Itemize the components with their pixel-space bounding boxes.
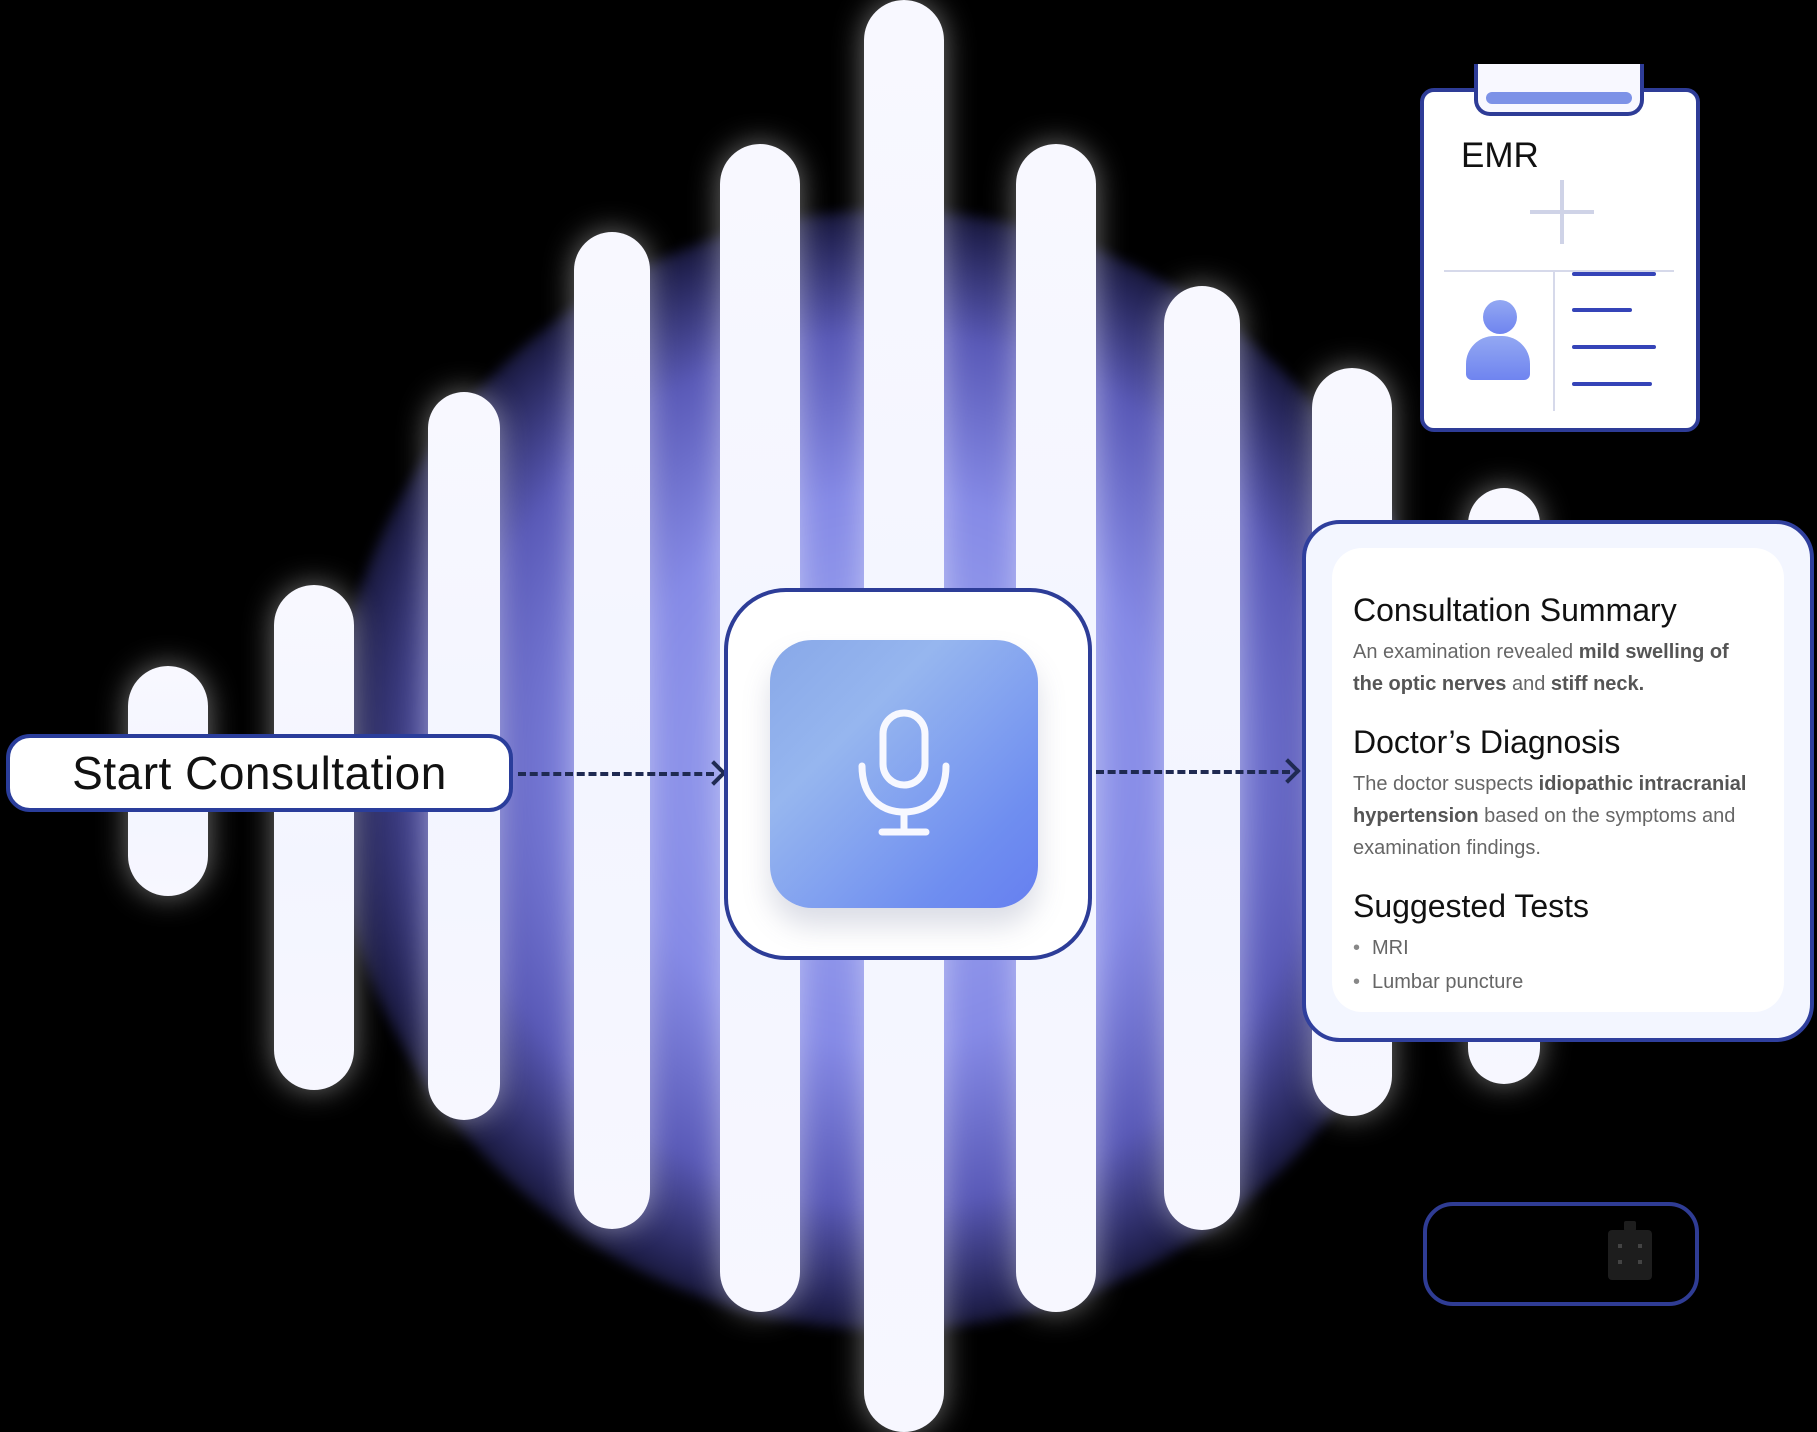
wave-bar-8 — [1164, 286, 1240, 1230]
doctor-diagnosis-title: Doctor’s Diagnosis — [1353, 724, 1621, 760]
bullet-icon: • — [1353, 937, 1361, 959]
consultation-summary-bold-2: stiff neck. — [1550, 673, 1645, 695]
suggested-tests-list: • MRI • Lumbar puncture — [1353, 932, 1763, 998]
microphone-icon — [858, 709, 950, 836]
mic-button[interactable] — [770, 640, 1038, 908]
wave-bar-4 — [574, 232, 650, 1229]
diagnosis-suffix: based on the symptoms and examination fi… — [1353, 805, 1736, 859]
summary-content: Consultation Summary An examination reve… — [1353, 590, 1763, 1000]
doctor-diagnosis-body: The doctor suspects idiopathic intracran… — [1353, 768, 1763, 864]
emr-divider-horizontal — [1444, 270, 1674, 272]
emr-divider-vertical — [1553, 270, 1555, 411]
suggested-test-label-2: Lumbar puncture — [1372, 971, 1524, 993]
suggested-test-item-1: • MRI — [1353, 932, 1763, 964]
start-consultation-label: Start Consultation — [72, 747, 447, 799]
emr-line-4 — [1572, 382, 1652, 386]
consultation-summary-prefix: An examination revealed — [1353, 641, 1579, 663]
diagnosis-prefix: The doctor suspects — [1353, 773, 1539, 795]
suggested-test-label-1: MRI — [1372, 937, 1409, 959]
suggested-tests-title: Suggested Tests — [1353, 888, 1590, 924]
building-icon — [1608, 1221, 1652, 1280]
person-icon-body — [1466, 336, 1530, 380]
wave-bar-2 — [274, 585, 354, 1090]
start-consultation-button[interactable]: Start Consultation — [6, 734, 513, 812]
emr-clip-bar — [1486, 92, 1632, 104]
summary-card-inner — [1332, 548, 1784, 1012]
plus-icon-vertical — [1560, 180, 1564, 244]
consultation-summary-bold-1: mild swelling of the optic nerves — [1353, 641, 1729, 695]
emr-clipboard-clip — [1474, 64, 1644, 116]
emr-title: EMR — [1461, 136, 1539, 175]
suggested-test-item-2: • Lumbar puncture — [1353, 966, 1763, 998]
small-pill-card — [1423, 1202, 1699, 1306]
consultation-summary-title: Consultation Summary — [1353, 592, 1677, 628]
consultation-summary-middle: and — [1506, 673, 1551, 695]
bullet-icon: • — [1353, 971, 1361, 993]
emr-line-1 — [1572, 272, 1656, 276]
person-icon-head — [1483, 300, 1517, 334]
consultation-summary-body: An examination revealed mild swelling of… — [1353, 636, 1763, 700]
arrow-line-left — [518, 772, 714, 776]
emr-line-3 — [1572, 345, 1656, 349]
arrow-line-right — [1096, 770, 1290, 774]
diagnosis-bold: idiopathic intracranial hypertension — [1353, 773, 1747, 827]
emr-line-2 — [1572, 308, 1632, 312]
